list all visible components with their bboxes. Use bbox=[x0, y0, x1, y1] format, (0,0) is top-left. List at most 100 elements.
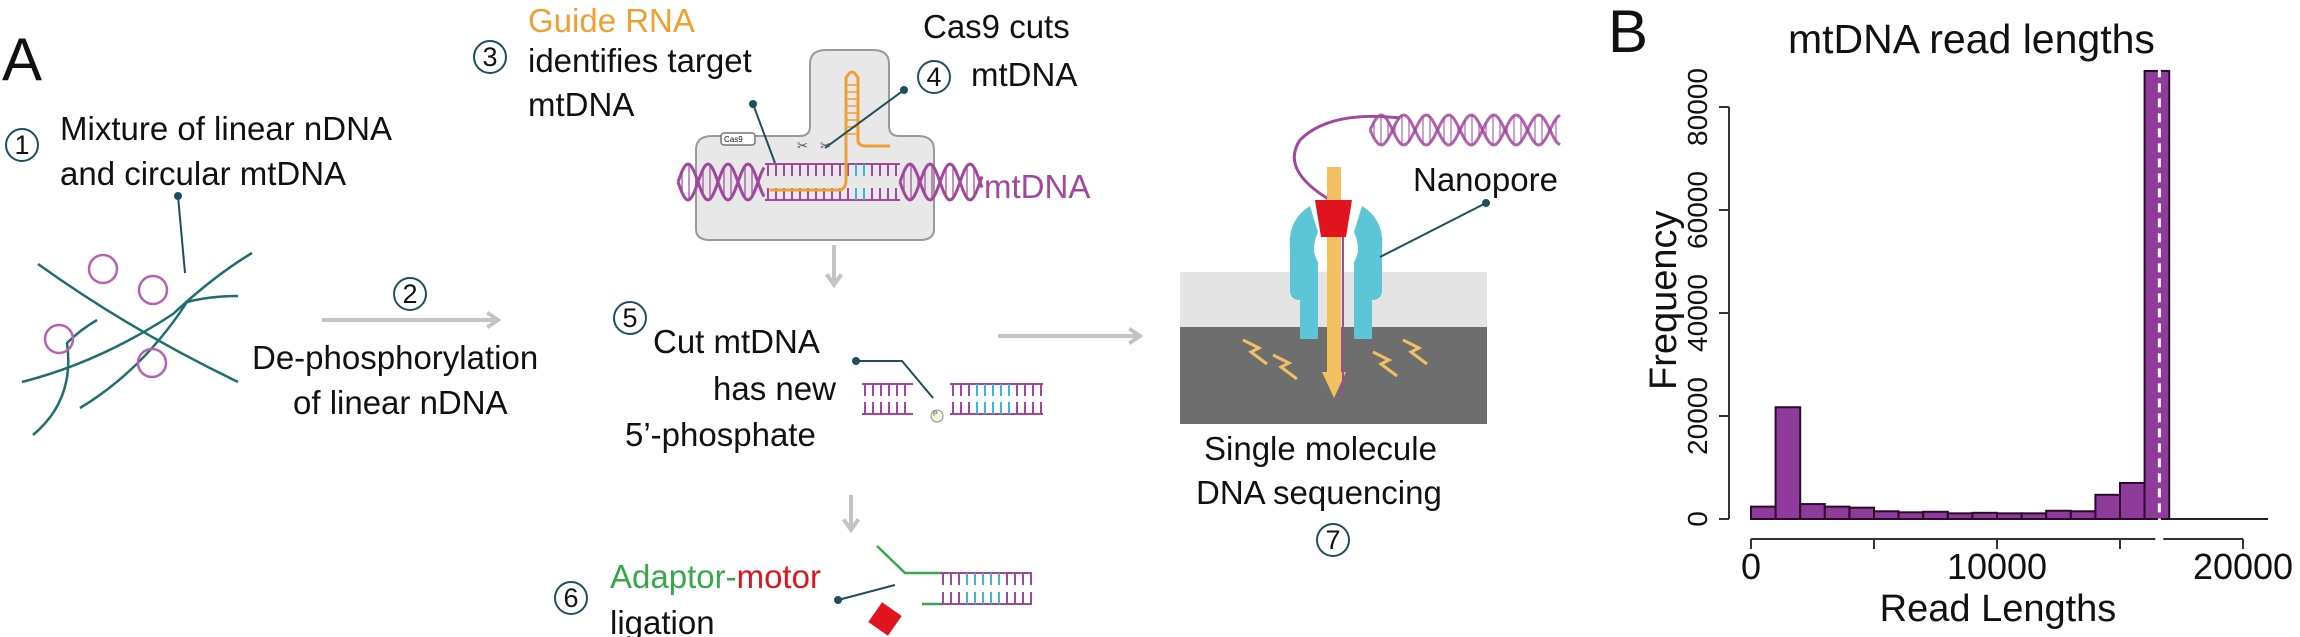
histogram-bar bbox=[1799, 503, 1826, 521]
step-7-line2: DNA sequencing bbox=[1196, 474, 1442, 511]
histogram-bar bbox=[1750, 505, 1777, 521]
step-6-badge: 6 bbox=[554, 581, 588, 615]
histogram-bar bbox=[1996, 512, 2023, 521]
step-6-pointer bbox=[837, 584, 896, 601]
step-3-line2: mtDNA bbox=[528, 86, 635, 123]
adaptor-strand-top bbox=[876, 545, 942, 575]
mtdna-helix-label: mtDNA bbox=[984, 168, 1091, 205]
adaptor-label: Adaptor- bbox=[610, 558, 737, 595]
histogram-bar bbox=[2069, 510, 2097, 520]
panel-a-label: A bbox=[2, 26, 43, 93]
chart-title: mtDNA read lengths bbox=[1788, 16, 2155, 62]
dna-strand-tip bbox=[1322, 372, 1346, 398]
step-6-line2: ligation bbox=[610, 604, 715, 637]
histogram-bar bbox=[2094, 493, 2121, 521]
histogram-bar bbox=[2020, 512, 2048, 521]
x-tick-label: 20000 bbox=[2192, 546, 2294, 587]
guide-rna-strand bbox=[770, 70, 890, 192]
step-5-badge: 5 bbox=[613, 301, 647, 335]
step-4-pointer-dot bbox=[900, 86, 908, 94]
step-4-pointer bbox=[824, 89, 905, 149]
nanopore-pointer bbox=[1379, 202, 1487, 258]
nanopore-right-icon bbox=[1354, 206, 1383, 339]
step-5-line1: Cut mtDNA bbox=[653, 323, 820, 360]
dna-helix-entry bbox=[1292, 114, 1401, 202]
y-axis-label: Frequency bbox=[1643, 210, 1685, 390]
step-6-line1: Adaptor-motor bbox=[610, 560, 821, 593]
step-7-badge: 7 bbox=[1316, 523, 1350, 557]
linear-ndna-strand bbox=[32, 318, 98, 436]
linear-ndna-strand bbox=[21, 251, 253, 384]
nanopore-pointer-dot bbox=[1482, 199, 1490, 207]
y-tick-label: 80000 bbox=[1682, 68, 1713, 146]
motor-protein-icon bbox=[1315, 200, 1352, 237]
signal-bolt-icon bbox=[1402, 338, 1428, 366]
step-6-pointer-dot bbox=[834, 596, 842, 604]
step-1-line2: and circular mtDNA bbox=[60, 155, 347, 192]
circular-mtdna bbox=[43, 323, 75, 355]
step-3-line1: identifies target bbox=[528, 42, 752, 79]
circular-mtdna bbox=[136, 347, 168, 379]
motor-protein-icon bbox=[868, 602, 902, 636]
scissors-icon: ✂ bbox=[820, 138, 831, 153]
step-5-pointer-dot bbox=[852, 357, 860, 365]
step-2-badge: 2 bbox=[393, 277, 427, 311]
histogram-bar bbox=[1946, 512, 1974, 521]
signal-bolt-icon bbox=[1242, 338, 1268, 366]
x-tick-label: 10000 bbox=[1946, 546, 2048, 587]
step-5-line3: 5’-phosphate bbox=[625, 416, 816, 453]
linear-ndna-strand bbox=[37, 262, 239, 384]
signal-bolt-icon bbox=[1372, 350, 1398, 378]
histogram-bar bbox=[1971, 511, 1999, 521]
y-tick-label: 0 bbox=[1682, 511, 1713, 527]
linear-ndna-strand bbox=[79, 294, 239, 410]
cas9-tag-box bbox=[720, 132, 756, 146]
cas9-tag: Cas9 bbox=[724, 135, 743, 144]
nanopore-label: Nanopore bbox=[1413, 161, 1558, 198]
step-3-pointer bbox=[752, 103, 776, 164]
signal-bolt-icon bbox=[1272, 353, 1298, 381]
histogram-bar bbox=[1823, 505, 1851, 521]
phosphate-label: P bbox=[933, 411, 938, 418]
mtdna-helix-left-strand-b bbox=[676, 162, 766, 202]
histogram-bar bbox=[1873, 510, 1900, 520]
histogram-bar bbox=[2045, 509, 2072, 521]
step-3-badge: 3 bbox=[473, 40, 507, 74]
x-axis-label: Read Lengths bbox=[1879, 588, 2117, 630]
histogram-bar bbox=[1774, 406, 1802, 520]
step-4-line1: Cas9 cuts bbox=[923, 8, 1070, 45]
histogram-bar bbox=[1848, 506, 1876, 521]
x-tick-label: 0 bbox=[1740, 546, 1762, 587]
phosphate-icon bbox=[930, 409, 944, 423]
step-1-pointer bbox=[177, 195, 186, 274]
step-2-line1: De-phosphorylation bbox=[252, 339, 539, 376]
step-5-pointer bbox=[856, 360, 934, 399]
step-4-line2: mtDNA bbox=[971, 56, 1078, 93]
step-4-badge: 4 bbox=[917, 60, 951, 94]
step-2-line2: of linear nDNA bbox=[293, 384, 508, 421]
mtdna-helix-right-strand-b bbox=[898, 162, 984, 202]
histogram-bar bbox=[2143, 69, 2171, 520]
y-tick-label: 20000 bbox=[1682, 377, 1713, 455]
y-tick-label: 60000 bbox=[1682, 171, 1713, 249]
histogram-bar bbox=[1897, 511, 1925, 520]
step-1-line1: Mixture of linear nDNA bbox=[60, 110, 392, 147]
scissors-icon: ✂ bbox=[797, 138, 808, 153]
histogram-bar bbox=[2119, 481, 2146, 521]
guide-rna-label: Guide RNA bbox=[528, 2, 695, 39]
step-5-line2: has new bbox=[713, 370, 836, 407]
mtdna-helix-right-strand-a bbox=[898, 162, 984, 202]
circular-mtdna bbox=[87, 253, 119, 285]
histogram-bar bbox=[1922, 510, 1949, 521]
dna-strand-in-pore bbox=[1327, 167, 1341, 372]
y-tick-label: 40000 bbox=[1682, 274, 1713, 352]
mtdna-helix-left-strand-a bbox=[676, 162, 766, 202]
circular-mtdna bbox=[137, 274, 169, 306]
step-3-down-arrow-head bbox=[825, 273, 843, 289]
nanopore-left-icon bbox=[1289, 206, 1318, 339]
step-1-badge: 1 bbox=[5, 128, 39, 162]
step-1-pointer-dot bbox=[174, 192, 182, 200]
step-5-down-arrow-head bbox=[842, 518, 860, 534]
